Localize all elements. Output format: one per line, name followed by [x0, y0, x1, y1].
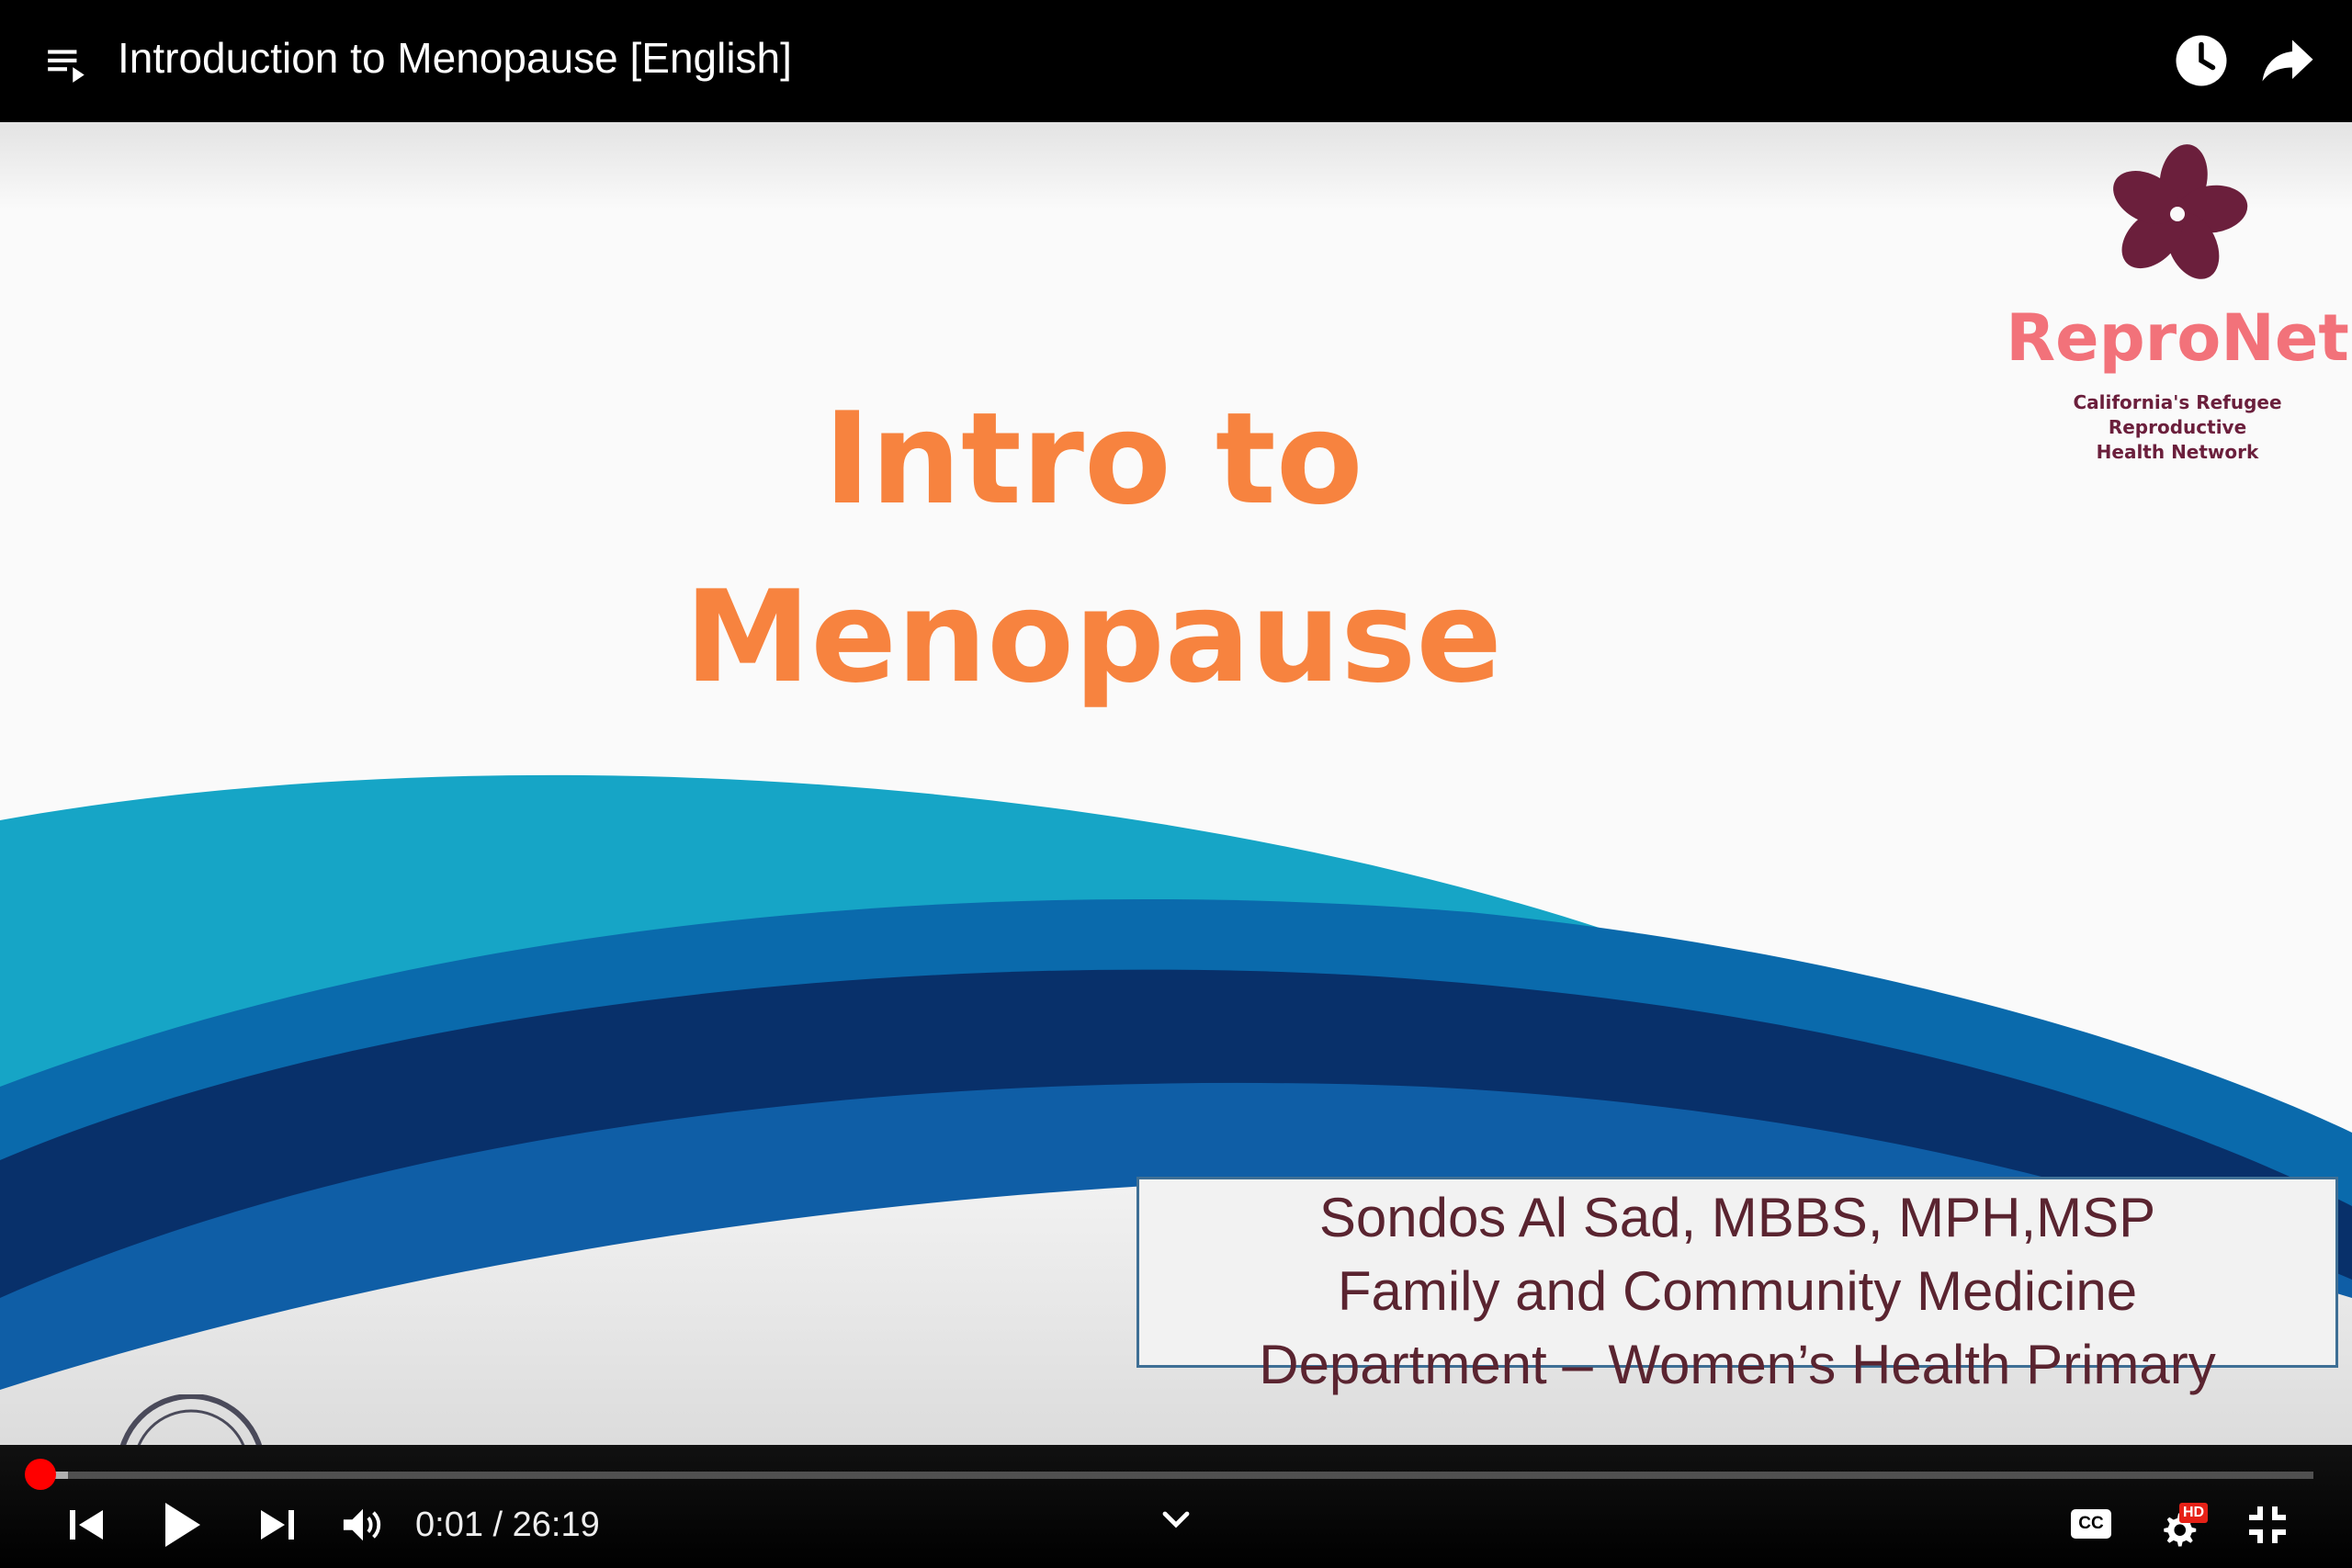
- share-icon[interactable]: [2260, 37, 2315, 85]
- duration: 26:19: [512, 1506, 600, 1544]
- video-frame[interactable]: Intro to Menopause ReproNet California's…: [0, 122, 2352, 1445]
- next-icon[interactable]: [257, 1506, 298, 1543]
- video-title[interactable]: Introduction to Menopause [English]: [118, 34, 792, 82]
- captions-label: CC: [2078, 1514, 2104, 1533]
- logo-name: ReproNet: [2006, 300, 2349, 376]
- logo-tagline-line1: California's Refugee Reproductive: [2073, 391, 2282, 438]
- progress-bar[interactable]: [40, 1472, 2313, 1479]
- university-seal-icon: [119, 1394, 263, 1445]
- current-time: 0:01: [415, 1506, 483, 1544]
- time-separator: /: [492, 1506, 503, 1544]
- presenter-department: Family and Community Medicine: [1337, 1260, 2138, 1322]
- progress-scrubber[interactable]: [25, 1459, 56, 1490]
- captions-icon[interactable]: CC: [2071, 1509, 2111, 1539]
- video-title-bar: Introduction to Menopause [English]: [0, 0, 2352, 122]
- slide-title: Intro to Menopause: [551, 370, 1635, 727]
- presenter-division: Department – Women’s Health Primary: [1259, 1334, 2216, 1395]
- logo-tagline: California's Refugee Reproductive Health…: [2003, 390, 2352, 465]
- flower-logo-icon: [2113, 144, 2248, 279]
- volume-icon[interactable]: [342, 1506, 384, 1543]
- playlist-icon[interactable]: [44, 40, 90, 86]
- hd-badge: HD: [2179, 1503, 2209, 1523]
- watch-later-icon[interactable]: [2174, 33, 2229, 88]
- chevron-down-icon[interactable]: [1159, 1506, 1193, 1532]
- previous-icon[interactable]: [66, 1506, 107, 1543]
- time-display: 0:01 / 26:19: [415, 1505, 600, 1545]
- presenter-name: Sondos Al Sad, MBBS, MPH,MSP: [1318, 1187, 2156, 1248]
- repronet-logo: ReproNet California's Refugee Reproducti…: [2003, 141, 2352, 463]
- exit-fullscreen-icon[interactable]: [2247, 1505, 2288, 1545]
- settings-button[interactable]: HD: [2159, 1503, 2214, 1549]
- logo-tagline-line2: Health Network: [2096, 441, 2259, 463]
- presenter-box: Sondos Al Sad, MBBS, MPH,MSP Family and …: [1136, 1177, 2338, 1395]
- play-icon[interactable]: [162, 1501, 202, 1549]
- slide-title-line2: Menopause: [684, 563, 1502, 711]
- slide-title-line1: Intro to: [823, 385, 1363, 533]
- player-controls: [0, 1445, 2352, 1568]
